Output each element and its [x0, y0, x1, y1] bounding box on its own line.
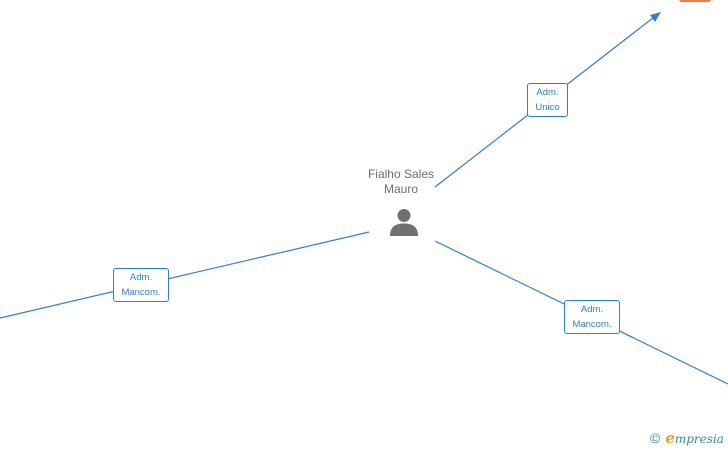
empresia-watermark: ©empresia: [650, 429, 724, 447]
role-line2: Unico: [535, 102, 560, 113]
role-line2: Mancom.: [572, 319, 612, 330]
external-company-tab[interactable]: [679, 0, 711, 2]
brand-rest: mpresia: [674, 432, 724, 446]
person-name[interactable]: Fialho Sales Mauro: [341, 167, 461, 197]
role-line2: Mancom.: [121, 287, 161, 298]
role-line1: Adm.: [580, 304, 604, 315]
brand-logo: empresia: [665, 429, 724, 447]
person-name-line1: Fialho Sales: [367, 167, 435, 181]
role-line1: Adm.: [536, 87, 559, 98]
role-label-adm-unico[interactable]: Adm. Unico: [527, 83, 568, 117]
copyright-icon: ©: [650, 430, 661, 446]
person-icon[interactable]: [389, 207, 419, 237]
brand-initial: e: [665, 429, 675, 447]
role-line1: Adm.: [129, 272, 153, 283]
role-label-adm-mancom-right[interactable]: Adm. Mancom.: [564, 300, 620, 334]
arrowhead-icon: [650, 12, 661, 22]
person-name-line2: Mauro: [383, 182, 418, 196]
edge-to-left: [0, 231, 370, 319]
role-label-adm-mancom-left[interactable]: Adm. Mancom.: [113, 268, 169, 302]
